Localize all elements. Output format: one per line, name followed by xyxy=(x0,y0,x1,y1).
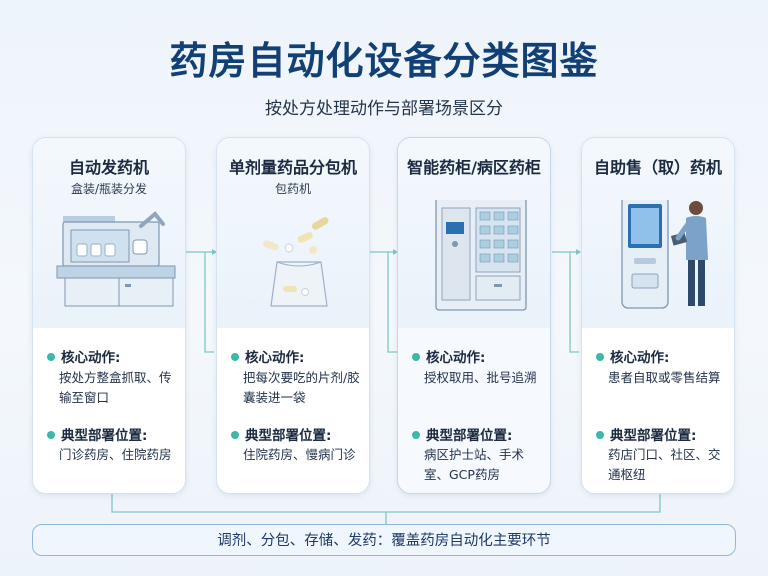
card-automatic-dispenser: 自动发药机 盒装/瓶装分发 核心动作: 按处方整盒抓取、传输至窗口 典型部署位置… xyxy=(32,137,186,494)
card-title: 单剂量药品分包机 xyxy=(228,158,357,177)
deployment-text: 门诊药房、住院药房 xyxy=(59,447,172,462)
page-title: 药房自动化设备分类图鉴 xyxy=(169,39,599,83)
bullet-dot-icon xyxy=(47,353,55,361)
deployment-heading: 典型部署位置: xyxy=(596,424,696,444)
summary-bar: 调剂、分包、存储、发药：覆盖药房自动化主要环节 xyxy=(32,524,736,556)
bullet-dot-icon xyxy=(231,431,239,439)
card-self-service-kiosk: 自助售（取）药机 核心动作: 患者自取或零售结算 典型部署位置: 药店门口、社区… xyxy=(581,137,735,494)
card-smart-cabinet: 智能药柜/病区药柜 核心动作: 授权取用、批号追溯 典型部署位置: 病区护士站、… xyxy=(397,137,551,494)
deployment-heading: 典型部署位置: xyxy=(412,424,512,444)
card-unit-dose-packager: 单剂量药品分包机 包药机 核心动作: 把每次要吃的片剂/胶囊装进一袋 典型部署位… xyxy=(216,137,370,494)
smart-cabinet-illustration xyxy=(435,200,527,311)
pill-packet-illustration xyxy=(263,217,329,307)
core-action-text: 授权取用、批号追溯 xyxy=(424,370,537,385)
deployment-text: 住院药房、慢病门诊 xyxy=(243,447,356,462)
card-title: 智能药柜/病区药柜 xyxy=(407,158,541,177)
bullet-dot-icon xyxy=(412,431,420,439)
core-action-text: 按处方整盒抓取、传输至窗口 xyxy=(59,370,172,405)
deployment-text: 病区护士站、手术室、GCP药房 xyxy=(424,447,525,482)
core-action-text: 患者自取或零售结算 xyxy=(608,370,721,385)
dispensing-machine-illustration xyxy=(56,211,176,307)
deployment-text: 药店门口、社区、交通枢纽 xyxy=(608,447,721,482)
core-action-heading: 核心动作: xyxy=(47,346,120,366)
core-action-heading: 核心动作: xyxy=(596,346,669,366)
bullet-dot-icon xyxy=(47,431,55,439)
card-title: 自助售（取）药机 xyxy=(593,158,722,177)
bullet-dot-icon xyxy=(412,353,420,361)
card-subtitle: 盒装/瓶装分发 xyxy=(70,182,148,196)
bullet-dot-icon xyxy=(596,353,604,361)
core-action-text: 把每次要吃的片剂/胶囊装进一袋 xyxy=(243,370,360,405)
bullet-dot-icon xyxy=(596,431,604,439)
deployment-heading: 典型部署位置: xyxy=(231,424,331,444)
kiosk-illustration xyxy=(621,200,708,309)
bullet-dot-icon xyxy=(231,353,239,361)
card-subtitle: 包药机 xyxy=(274,182,311,196)
deployment-heading: 典型部署位置: xyxy=(47,424,147,444)
card-title: 自动发药机 xyxy=(68,158,149,177)
core-action-heading: 核心动作: xyxy=(412,346,485,366)
page-subtitle: 按处方处理动作与部署场景区分 xyxy=(265,99,503,119)
core-action-heading: 核心动作: xyxy=(231,346,304,366)
